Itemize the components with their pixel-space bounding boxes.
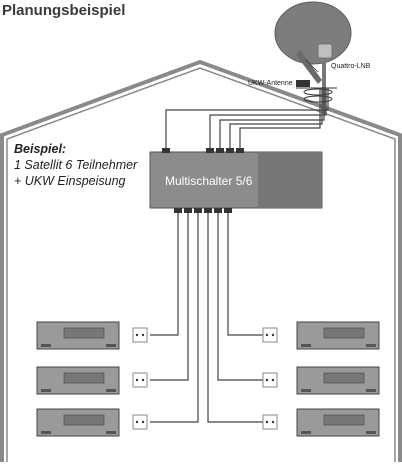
- wall-socket-icon: [132, 327, 148, 343]
- multiswitch-input-ports: [162, 148, 244, 153]
- receiver-icon: [296, 408, 380, 437]
- lnb-label: Quattro-LNB: [331, 63, 371, 70]
- satellite-dish-icon: [274, 1, 352, 114]
- receiver-icon: [36, 408, 120, 437]
- receiver-icon: [36, 366, 120, 395]
- receivers: [36, 321, 380, 437]
- example-line-2: + UKW Einspeisung: [14, 174, 126, 188]
- multiswitch-output-ports: [174, 208, 232, 213]
- output-cables: [150, 213, 265, 423]
- feed-cables: [165, 88, 329, 150]
- example-heading: Beispiel:: [14, 142, 67, 156]
- ukw-antenna-icon: [296, 80, 337, 103]
- wall-socket-icon: [132, 414, 148, 430]
- multiswitch-label: Multischalter 5/6: [165, 174, 253, 188]
- wall-socket-icon: [262, 327, 278, 343]
- receiver-icon: [36, 321, 120, 350]
- example-note: Beispiel: 1 Satellit 6 Teilnehmer + UKW …: [14, 141, 137, 189]
- house-outline: [0, 59, 402, 462]
- receiver-icon: [296, 366, 380, 395]
- example-line-1: 1 Satellit 6 Teilnehmer: [14, 158, 138, 172]
- wall-socket-icon: [262, 414, 278, 430]
- multiswitch: [149, 148, 323, 213]
- wall-socket-icon: [262, 372, 278, 388]
- page-title: Planungsbeispiel: [2, 2, 126, 19]
- lnb-icon: [317, 43, 333, 59]
- antenna-label: UKW-Antenne: [248, 80, 293, 87]
- receiver-icon: [296, 321, 380, 350]
- wall-socket-icon: [132, 372, 148, 388]
- wall-sockets: [132, 327, 278, 430]
